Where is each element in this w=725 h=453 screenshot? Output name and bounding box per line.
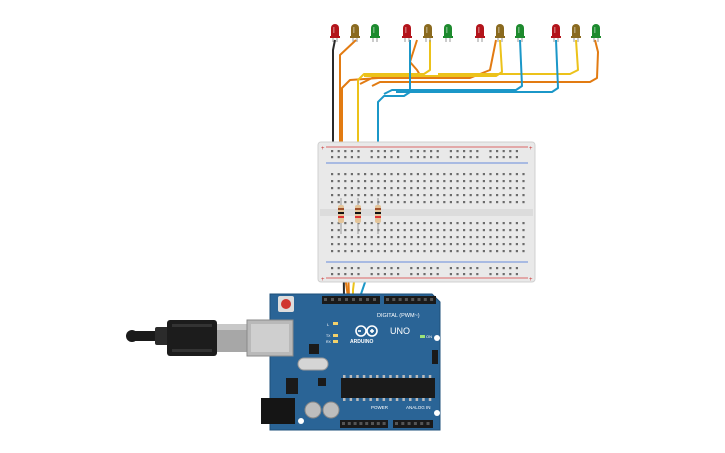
usb-plug-ridge: [172, 324, 212, 327]
breadboard-center-gap: [320, 209, 533, 216]
analog-header[interactable]: [393, 420, 433, 428]
power-header[interactable]: [340, 420, 388, 428]
led-array: [330, 24, 601, 42]
icsp-header: [432, 350, 438, 364]
mounting-hole-2: [434, 410, 440, 416]
wire-blue-3[interactable]: [396, 39, 559, 93]
atmega-chip: [341, 378, 435, 398]
usb-strain-relief: [155, 327, 169, 345]
usb-cable-end: [126, 330, 138, 342]
crystal: [297, 357, 329, 371]
tx-label: TX: [326, 334, 331, 338]
mounting-hole-1: [434, 335, 440, 341]
led-green-12[interactable]: [591, 24, 601, 42]
rail-plus-bottom-right: +: [529, 277, 533, 283]
usb-b-jack-inner: [251, 324, 289, 352]
rx-label: RX: [326, 340, 332, 344]
reset-button[interactable]: [281, 299, 291, 309]
led-tx-indicator: [333, 334, 338, 337]
digital-header-right[interactable]: [384, 296, 436, 304]
wire-yellow-2[interactable]: [364, 39, 503, 77]
capacitor-1: [304, 401, 322, 419]
atmega-pins: [343, 375, 432, 401]
led-red-1[interactable]: [330, 24, 340, 42]
breadboard[interactable]: + + + +: [317, 141, 536, 283]
mounting-hole-3: [298, 418, 304, 424]
digital-header-left[interactable]: [322, 296, 380, 304]
rail-plus-top-left: +: [321, 146, 325, 152]
resistor-2[interactable]: [355, 198, 361, 234]
barrel-jack: [261, 398, 295, 424]
wire-blue-2[interactable]: [383, 39, 523, 95]
wire-yellow-3[interactable]: [438, 39, 579, 75]
on-label: ON: [426, 334, 432, 339]
resistor-1[interactable]: [338, 198, 344, 234]
arduino-uno-board[interactable]: DIGITAL (PWM~) ARDUINO UNO POWER ANALOG …: [246, 293, 441, 431]
capacitor-2: [322, 401, 340, 419]
power-label: POWER: [371, 405, 389, 410]
led-red-10[interactable]: [551, 24, 561, 42]
rail-plus-bottom-left: +: [321, 277, 325, 283]
led-l-indicator: [333, 322, 338, 325]
arduino-brand: ARDUINO: [350, 339, 373, 345]
usb-chip: [309, 344, 319, 354]
usb-plug-body: [167, 320, 217, 356]
rail-plus-top-right: +: [529, 146, 533, 152]
voltage-regulator: [286, 378, 298, 394]
arduino-logo-icon: [355, 325, 378, 337]
led-red-4[interactable]: [402, 24, 412, 42]
l-label: L: [327, 322, 330, 327]
resistors: [338, 198, 381, 234]
led-red-7[interactable]: [475, 24, 485, 42]
wire-orange-4[interactable]: [371, 39, 599, 87]
led-yellow-2[interactable]: [350, 24, 360, 42]
arduino-model: UNO: [390, 326, 410, 336]
led-green-3[interactable]: [370, 24, 380, 42]
led-yellow-5[interactable]: [423, 24, 433, 42]
small-ic: [318, 378, 326, 386]
bottom-header-holes: [342, 422, 430, 425]
led-yellow-8[interactable]: [495, 24, 505, 42]
led-yellow-11[interactable]: [571, 24, 581, 42]
analog-label: ANALOG IN: [406, 405, 431, 410]
digital-header-holes: [324, 298, 434, 301]
led-on-indicator: [420, 335, 425, 338]
wire-orange-3[interactable]: [359, 39, 497, 85]
wire-blue-1[interactable]: [377, 40, 411, 192]
led-green-6[interactable]: [443, 24, 453, 42]
usb-plug-metal-shade: [217, 324, 247, 330]
wire-yellow-1[interactable]: [357, 40, 431, 192]
digital-label: DIGITAL (PWM~): [377, 313, 420, 319]
led-green-9[interactable]: [515, 24, 525, 42]
resistor-3[interactable]: [375, 198, 381, 234]
led-rx-indicator: [333, 340, 338, 343]
usb-plug-ridge-2: [172, 349, 212, 352]
usb-cable[interactable]: [126, 320, 247, 356]
